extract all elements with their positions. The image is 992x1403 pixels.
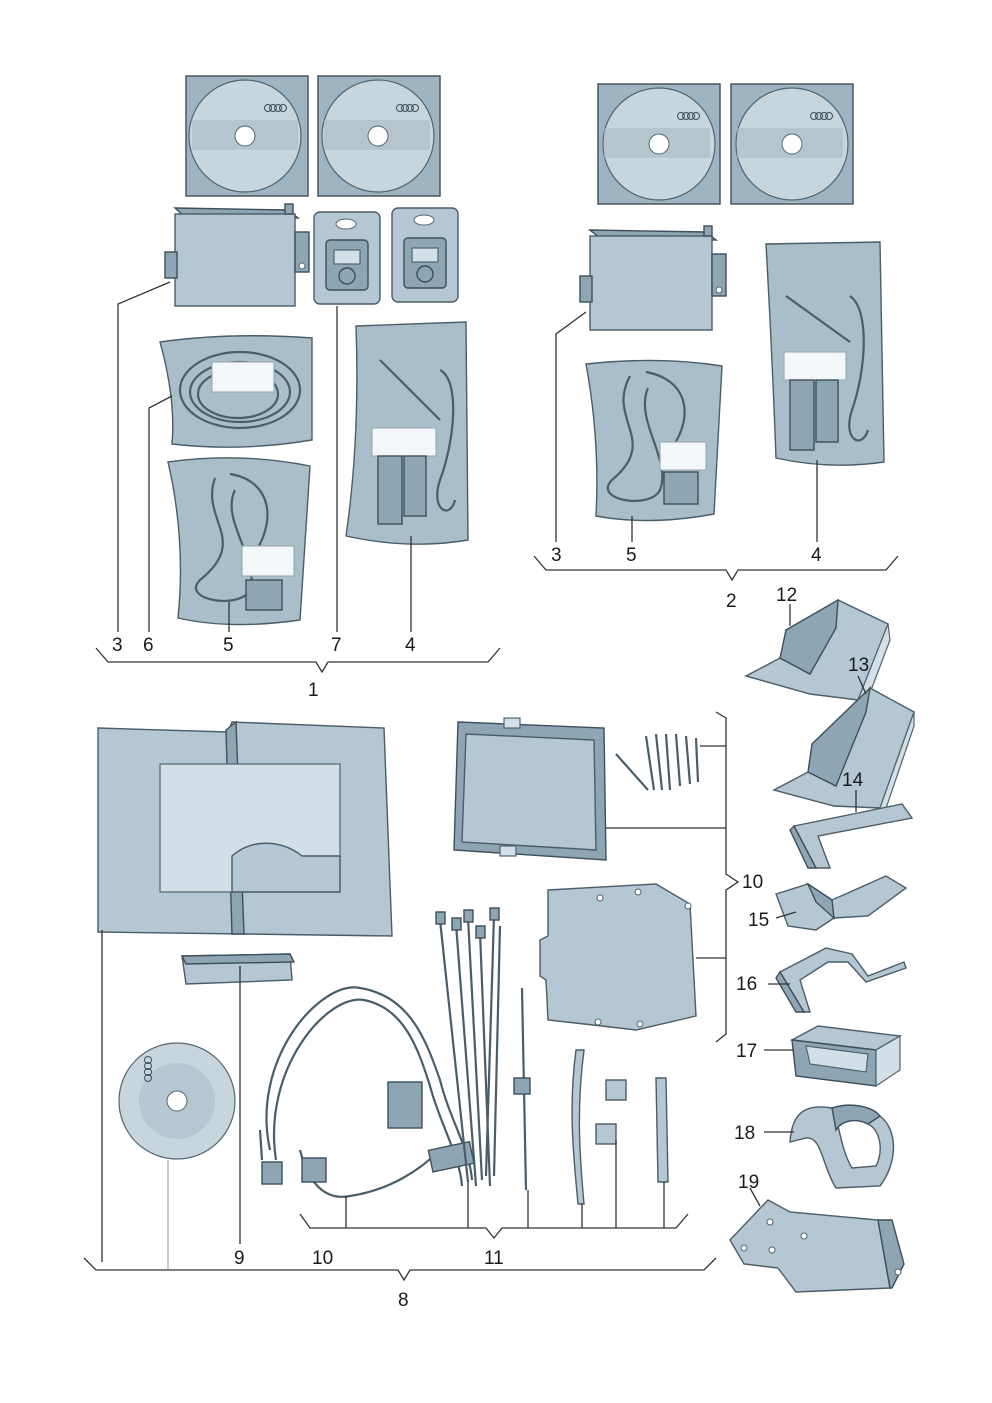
label-5: 5: [626, 545, 637, 566]
cd-case-1a: [185, 75, 309, 197]
blister-pack-7b: [391, 207, 459, 303]
harness-bag-4a: [345, 321, 469, 545]
label-15: 15: [748, 910, 769, 931]
cable-ties: [435, 907, 502, 1187]
audi-logo: [677, 112, 700, 120]
tray-10: [453, 717, 607, 861]
sealing-strip: [655, 1077, 669, 1183]
label-10: 10: [742, 872, 763, 893]
bracket-13: 13: [772, 655, 915, 821]
cable-bag-5b: [585, 359, 723, 522]
cable-bag-5a: [167, 457, 311, 626]
cd-case-1b: [317, 75, 441, 197]
cd-disc-8: [118, 1042, 236, 1160]
label-8: 8: [398, 1290, 409, 1311]
label-6: 6: [143, 635, 154, 656]
bracket-16: 16: [736, 947, 907, 1013]
cd-case-2b: [730, 83, 854, 205]
group-2: 3 5 4 2: [533, 83, 899, 612]
label-3: 3: [112, 635, 123, 656]
label-13: 13: [848, 655, 869, 676]
cable-bag-6: [159, 335, 313, 448]
foam-pads: [595, 1079, 627, 1145]
label-9: 9: [234, 1248, 245, 1269]
audi-logo: [264, 104, 287, 112]
label-4: 4: [811, 545, 822, 566]
label-14: 14: [842, 770, 864, 791]
group-1: 3 6 5 7 4 1: [95, 75, 501, 701]
audi-logo: [144, 1056, 152, 1082]
label-18: 18: [734, 1123, 755, 1144]
label-11: 11: [484, 1248, 504, 1269]
label-10: 10: [312, 1248, 333, 1269]
bracket-15: 15: [748, 875, 908, 931]
cd-case-2a: [597, 83, 721, 205]
bracket-17: 17: [736, 1025, 903, 1088]
harness-bag-4b: [765, 241, 885, 466]
audi-logo: [396, 104, 419, 112]
single-cable-tie: [513, 987, 531, 1191]
label-5: 5: [223, 635, 234, 656]
control-unit-3a: [164, 203, 310, 307]
bracket-12: 12: [744, 585, 891, 716]
bracket-18: 18: [734, 1104, 895, 1189]
document-folder: [97, 720, 393, 937]
label-1: 1: [308, 680, 319, 701]
bracket-19: 19: [729, 1172, 905, 1293]
bracket-14: 14: [789, 770, 914, 869]
blister-pack-7a: [313, 211, 381, 305]
label-strip-9: [180, 953, 296, 985]
label-3: 3: [551, 545, 562, 566]
mounting-plate-10: [539, 883, 697, 1031]
label-17: 17: [736, 1041, 757, 1062]
pins: [615, 733, 700, 791]
label-19: 19: [738, 1172, 759, 1193]
audi-logo: [810, 112, 833, 120]
label-2: 2: [726, 591, 737, 612]
wire-harness-10: [258, 986, 475, 1198]
label-7: 7: [331, 635, 342, 656]
group-8: 10 9 10 11 8: [83, 711, 763, 1311]
label-16: 16: [736, 974, 757, 995]
label-4: 4: [405, 635, 416, 656]
foam-strip: [571, 1049, 585, 1205]
control-unit-3b: [579, 225, 727, 331]
label-12: 12: [776, 585, 797, 606]
